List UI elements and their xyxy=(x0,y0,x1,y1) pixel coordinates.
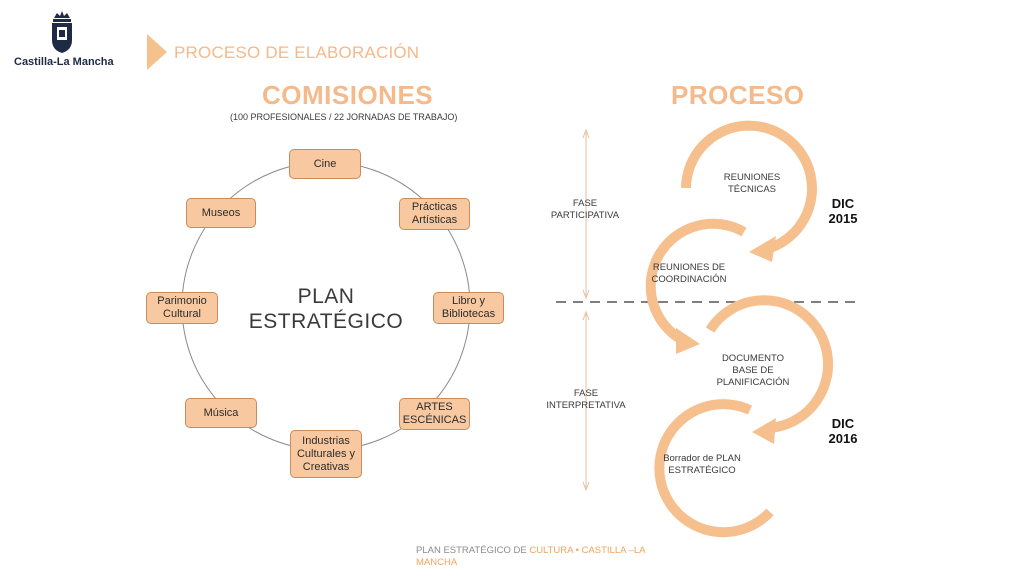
node-practicas: Prácticas Artísticas xyxy=(399,198,470,230)
node-musica-label: Música xyxy=(203,406,239,419)
step2-line2: COORDINACIÓN xyxy=(651,274,727,285)
step4-line2: ESTRATÉGICO xyxy=(668,465,736,476)
node-industrias-line3: Creativas xyxy=(302,460,350,473)
node-museos-label: Museos xyxy=(201,206,241,219)
node-museos: Museos xyxy=(186,198,256,228)
step3-line2: BASE DE xyxy=(732,365,774,376)
node-artes: ARTES ESCÉNICAS xyxy=(399,398,470,430)
dic-2016: DIC 2016 xyxy=(818,416,868,446)
center-label-line2: ESTRATÉGICO xyxy=(248,310,404,333)
section-title: PROCESO DE ELABORACIÓN xyxy=(174,43,420,62)
step-reuniones-tecnicas: REUNIONES TÉCNICAS xyxy=(704,172,800,196)
node-practicas-line1: Prácticas xyxy=(411,201,458,213)
footer-part1: PLAN ESTRATÉGICO DE xyxy=(416,545,530,556)
node-musica: Música xyxy=(185,398,257,428)
footer: PLAN ESTRATÉGICO DE CULTURA • CASTILLA –… xyxy=(416,545,676,569)
node-patrimonio-line1: Parimonio xyxy=(157,295,207,307)
coat-of-arms-icon xyxy=(52,11,72,53)
node-artes-line1: ARTES xyxy=(416,401,453,413)
step-documento-base: DOCUMENTO BASE DE PLANIFICACIÓN xyxy=(703,353,803,389)
logo-text: Castilla-La Mancha xyxy=(14,56,114,68)
dic1-line1: DIC xyxy=(831,196,855,211)
section-arrow-icon xyxy=(147,34,167,70)
step4-line1: Borrador de PLAN xyxy=(663,453,741,464)
center-label-line1: PLAN xyxy=(297,285,355,308)
dic-2015: DIC 2015 xyxy=(818,196,868,226)
loop-1 xyxy=(681,120,817,262)
step3-line1: DOCUMENTO xyxy=(721,353,785,364)
footer-part2: CULTURA • CASTILLA –LA xyxy=(529,545,646,556)
step-borrador: Borrador de PLAN ESTRATÉGICO xyxy=(650,453,754,477)
node-industrias-line1: Industrias xyxy=(302,434,350,447)
step1-line2: TÉCNICAS xyxy=(727,184,777,195)
node-cine: Cine xyxy=(289,149,361,179)
node-practicas-line2: Artísticas xyxy=(411,214,458,226)
fase1-line1: FASE xyxy=(572,198,598,209)
node-cine-label: Cine xyxy=(313,157,337,170)
step1-line1: REUNIONES xyxy=(723,172,781,183)
dic2-line1: DIC xyxy=(831,416,855,431)
dic2-line2: 2016 xyxy=(828,431,858,446)
node-industrias: Industrias Culturales y Creativas xyxy=(290,430,362,478)
fase-interpretativa: FASE INTERPRETATIVA xyxy=(538,388,634,412)
step2-line1: REUNIONES DE xyxy=(652,262,726,273)
fase2-line1: FASE xyxy=(573,388,599,399)
dic1-line2: 2015 xyxy=(828,211,858,226)
footer-part3: MANCHA xyxy=(416,557,458,568)
node-libro: Libro y Bibliotecas xyxy=(433,292,504,324)
loop-3 xyxy=(705,295,834,444)
node-libro-line2: Bibliotecas xyxy=(441,308,496,320)
comisiones-title: COMISIONES xyxy=(262,80,434,110)
step-reuniones-coordinacion: REUNIONES DE COORDINACIÓN xyxy=(641,262,737,286)
phase-axis xyxy=(582,128,590,492)
logo: Castilla-La Mancha xyxy=(14,8,114,72)
node-libro-line1: Libro y xyxy=(451,295,486,307)
center-label: PLAN ESTRATÉGICO xyxy=(246,284,406,334)
fase1-line2: PARTICIPATIVA xyxy=(550,210,620,221)
node-industrias-line2: Culturales y xyxy=(296,447,356,460)
loop-2 xyxy=(645,218,747,354)
fase2-line2: INTERPRETATIVA xyxy=(546,400,626,411)
fase-participativa: FASE PARTICIPATIVA xyxy=(540,198,630,222)
step3-line3: PLANIFICACIÓN xyxy=(716,377,790,388)
comisiones-subtitle: (100 PROFESIONALES / 22 JORNADAS DE TRAB… xyxy=(230,112,458,122)
node-patrimonio: Parimonio Cultural xyxy=(146,292,218,324)
loop-4 xyxy=(654,399,774,538)
node-patrimonio-line2: Cultural xyxy=(163,308,201,320)
node-artes-line2: ESCÉNICAS xyxy=(402,414,467,426)
proceso-title: PROCESO xyxy=(671,80,805,110)
